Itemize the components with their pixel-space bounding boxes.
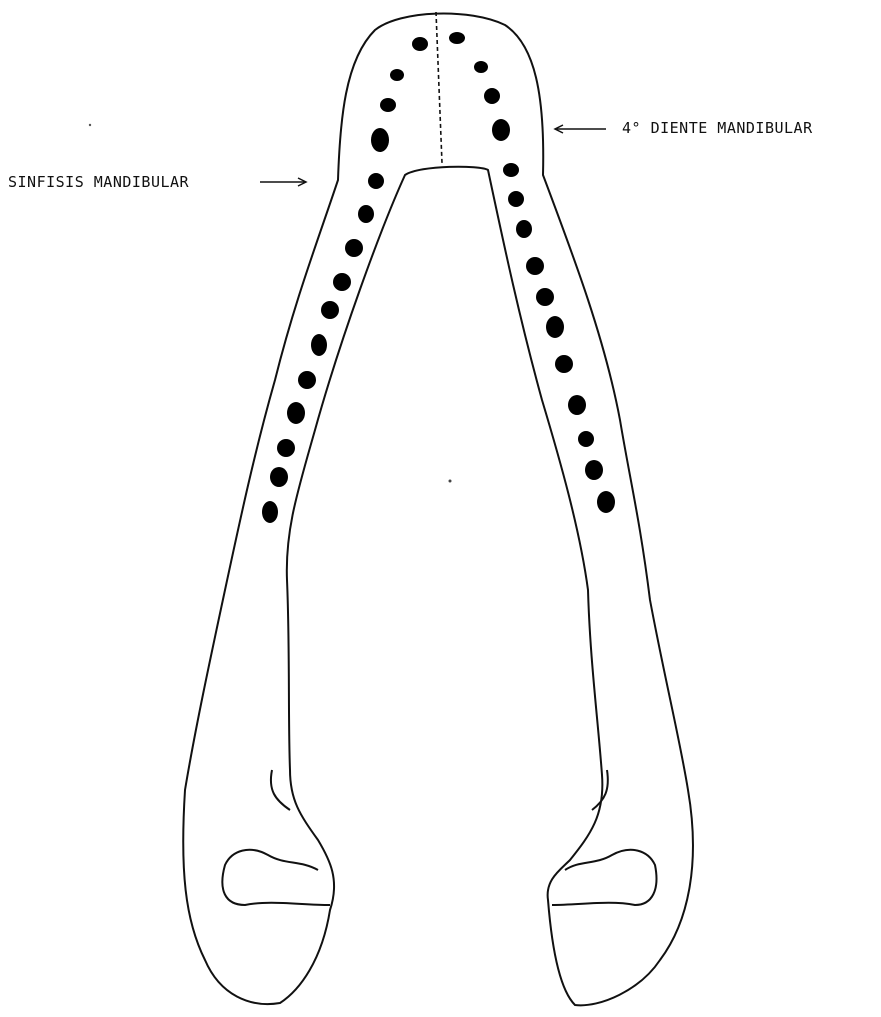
tooth	[270, 467, 288, 487]
tooth	[277, 439, 295, 457]
sinfisis-mandibular-label: SINFISIS MANDIBULAR	[8, 173, 189, 191]
right-condyle-inner-line	[592, 770, 608, 810]
tooth	[333, 273, 351, 291]
left-condyle-inner-line	[271, 770, 290, 810]
tooth	[412, 37, 428, 51]
diente-mandibular-label: 4° DIENTE MANDIBULAR	[622, 119, 813, 137]
tooth	[311, 334, 327, 356]
tooth	[585, 460, 603, 480]
tooth	[298, 371, 316, 389]
speck	[449, 480, 452, 483]
tooth	[287, 402, 305, 424]
tooth	[380, 98, 396, 112]
tooth	[555, 355, 573, 373]
speck	[89, 124, 91, 126]
tooth	[368, 173, 384, 189]
tooth	[474, 61, 488, 73]
tooth	[516, 220, 532, 238]
tooth	[371, 128, 389, 152]
tooth	[345, 239, 363, 257]
tooth	[492, 119, 510, 141]
tooth	[503, 163, 519, 177]
sinfisis-arrow	[260, 178, 306, 186]
tooth	[578, 431, 594, 447]
mandible-outline	[183, 14, 693, 1006]
diente-arrow	[555, 125, 606, 133]
tooth	[449, 32, 465, 44]
left-teeth-row	[262, 37, 428, 523]
tooth	[484, 88, 500, 104]
symphysis-line	[436, 12, 442, 163]
tooth	[597, 491, 615, 513]
right-condyle-fossa	[552, 850, 656, 905]
tooth	[526, 257, 544, 275]
tooth	[568, 395, 586, 415]
tooth	[358, 205, 374, 223]
left-condyle-fossa	[222, 850, 330, 905]
tooth	[508, 191, 524, 207]
tooth	[536, 288, 554, 306]
tooth	[262, 501, 278, 523]
tooth	[390, 69, 404, 81]
right-teeth-row	[449, 32, 615, 513]
tooth	[546, 316, 564, 338]
tooth	[321, 301, 339, 319]
